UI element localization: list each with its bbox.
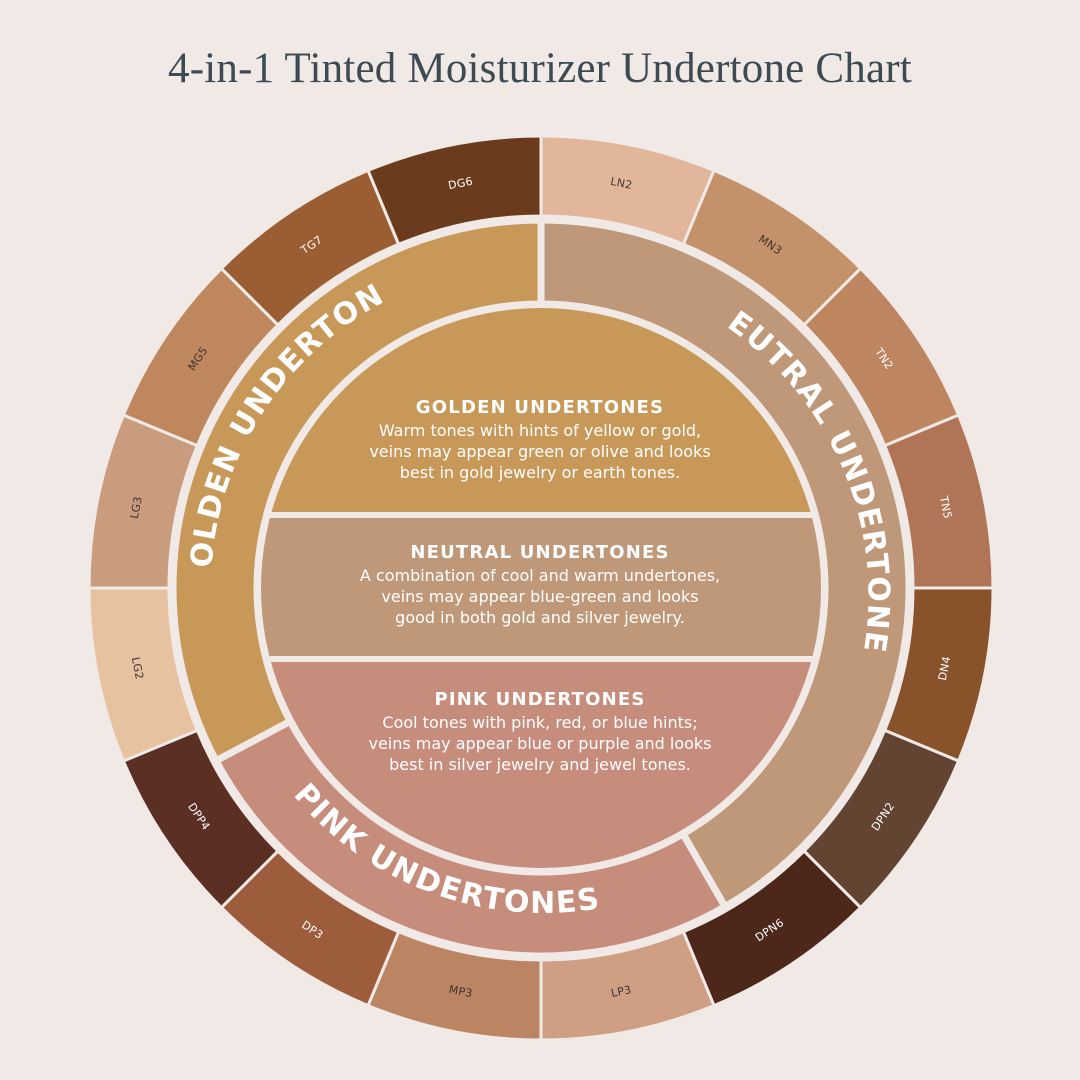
band-pink [211, 716, 730, 960]
swatch-label: LP3 [610, 983, 633, 1000]
band-neutral [537, 216, 913, 912]
band-golden [169, 216, 545, 766]
panel-line: veins may appear blue-green and looks [381, 587, 699, 606]
panel-line: Warm tones with hints of yellow or gold, [378, 421, 702, 440]
panel-line: veins may appear blue or purple and look… [368, 734, 712, 753]
swatch-label: TN5 [937, 494, 954, 520]
swatch-ring: LN2MN3TN2TN5DN4DPN2DPN6LP3MP3DP3DPP4LG2L… [87, 134, 995, 1042]
swatch-label: LN2 [609, 175, 633, 192]
panel-heading: NEUTRAL UNDERTONES [410, 542, 670, 563]
swatch-label: DN4 [936, 655, 954, 682]
panel-line: best in gold jewelry or earth tones. [399, 463, 681, 482]
undertone-band-ring [169, 216, 913, 960]
panel-pink: PINK UNDERTONES Cool tones with pink, re… [260, 688, 820, 775]
panel-heading: GOLDEN UNDERTONES [415, 397, 665, 418]
swatch-label: MP3 [448, 983, 474, 1000]
swatch-label: LG3 [128, 495, 145, 520]
swatch-label: DG6 [447, 175, 474, 193]
panel-line: best in silver jewelry and jewel tones. [389, 755, 691, 774]
panel-line: veins may appear green or olive and look… [369, 442, 711, 461]
panel-line: A combination of cool and warm undertone… [359, 566, 721, 585]
inner-neutral [261, 518, 821, 656]
panel-golden: GOLDEN UNDERTONES Warm tones with hints … [260, 396, 820, 483]
swatch-dg6 [366, 134, 543, 247]
swatch-label: LG2 [129, 656, 146, 681]
panel-neutral: NEUTRAL UNDERTONES A combination of cool… [260, 541, 820, 628]
panel-line: good in both gold and silver jewelry. [395, 608, 685, 627]
page-title: 4-in-1 Tinted Moisturizer Undertone Char… [168, 45, 912, 92]
panel-heading: PINK UNDERTONES [434, 689, 646, 710]
panel-line: Cool tones with pink, red, or blue hints… [382, 713, 698, 732]
inner-circle [261, 308, 821, 868]
